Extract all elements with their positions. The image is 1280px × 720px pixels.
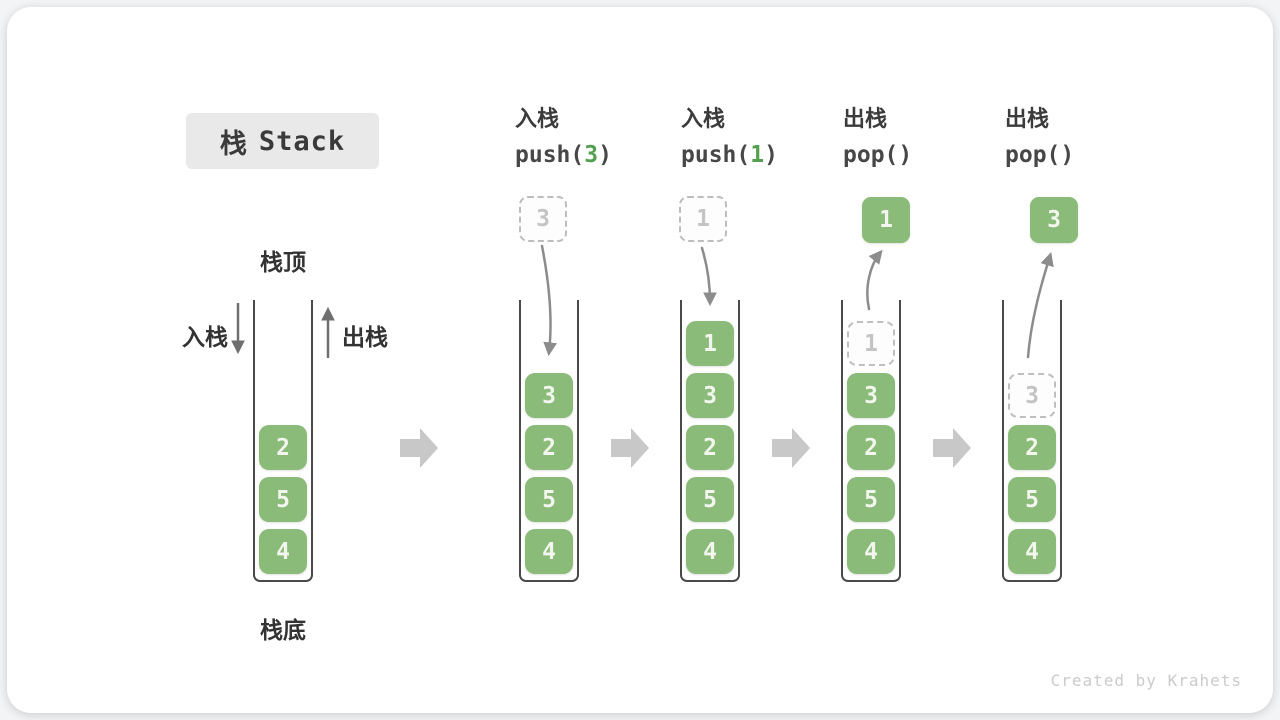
stack-cell: 1 <box>686 321 734 366</box>
header-push-1: 入栈 push(1) <box>681 106 778 169</box>
popped-element-1: 1 <box>862 197 910 243</box>
op-code: pop() <box>1005 142 1075 168</box>
title-en: Stack <box>258 125 346 157</box>
op-code: pop() <box>843 142 913 168</box>
stack-cell: 2 <box>1008 425 1056 470</box>
incoming-element-3: 3 <box>519 196 567 242</box>
stack-cell: 3 <box>525 373 573 418</box>
stack-bottom-label: 栈底 <box>260 618 306 644</box>
header-pop-3: 出栈 pop() <box>1005 106 1074 169</box>
header-push-3: 入栈 push(3) <box>515 106 612 169</box>
stack-well-initial <box>253 300 313 582</box>
op-code: push(1) <box>681 142 778 168</box>
pop-side-label: 出栈 <box>342 325 388 351</box>
stack-cell: 4 <box>1008 529 1056 574</box>
stack-cell: 3 <box>686 373 734 418</box>
stack-cell: 2 <box>686 425 734 470</box>
stack-cell: 4 <box>259 529 307 574</box>
stack-cell: 2 <box>259 425 307 470</box>
stack-top-label: 栈顶 <box>260 250 306 276</box>
stack-cell: 3 <box>847 373 895 418</box>
push-side-label: 入栈 <box>182 325 228 351</box>
incoming-element-1: 1 <box>679 196 727 242</box>
figure-title: 栈 Stack <box>186 113 379 169</box>
stack-well-after-push-3 <box>519 300 579 582</box>
op-label: 入栈 <box>681 107 726 132</box>
ghost-cell: 1 <box>847 321 895 366</box>
stack-cell: 4 <box>525 529 573 574</box>
ghost-cell: 3 <box>1008 373 1056 418</box>
op-code: push(3) <box>515 142 612 168</box>
header-pop-1: 出栈 pop() <box>843 106 912 169</box>
stack-cell: 5 <box>259 477 307 522</box>
stack-well-after-pop-1 <box>841 300 901 582</box>
op-label: 出栈 <box>843 107 888 132</box>
op-label: 入栈 <box>515 107 560 132</box>
watermark: Created by Krahets <box>1050 671 1242 690</box>
stack-cell: 2 <box>847 425 895 470</box>
popped-element-3: 3 <box>1030 197 1078 243</box>
stack-cell: 2 <box>525 425 573 470</box>
stack-cell: 5 <box>525 477 573 522</box>
stack-cell: 5 <box>1008 477 1056 522</box>
title-zh: 栈 <box>219 128 247 160</box>
stack-well-after-push-1 <box>680 300 740 582</box>
stack-cell: 5 <box>686 477 734 522</box>
stack-cell: 5 <box>847 477 895 522</box>
stack-cell: 4 <box>847 529 895 574</box>
stack-cell: 4 <box>686 529 734 574</box>
op-label: 出栈 <box>1005 107 1050 132</box>
stack-well-after-pop-3 <box>1002 300 1062 582</box>
